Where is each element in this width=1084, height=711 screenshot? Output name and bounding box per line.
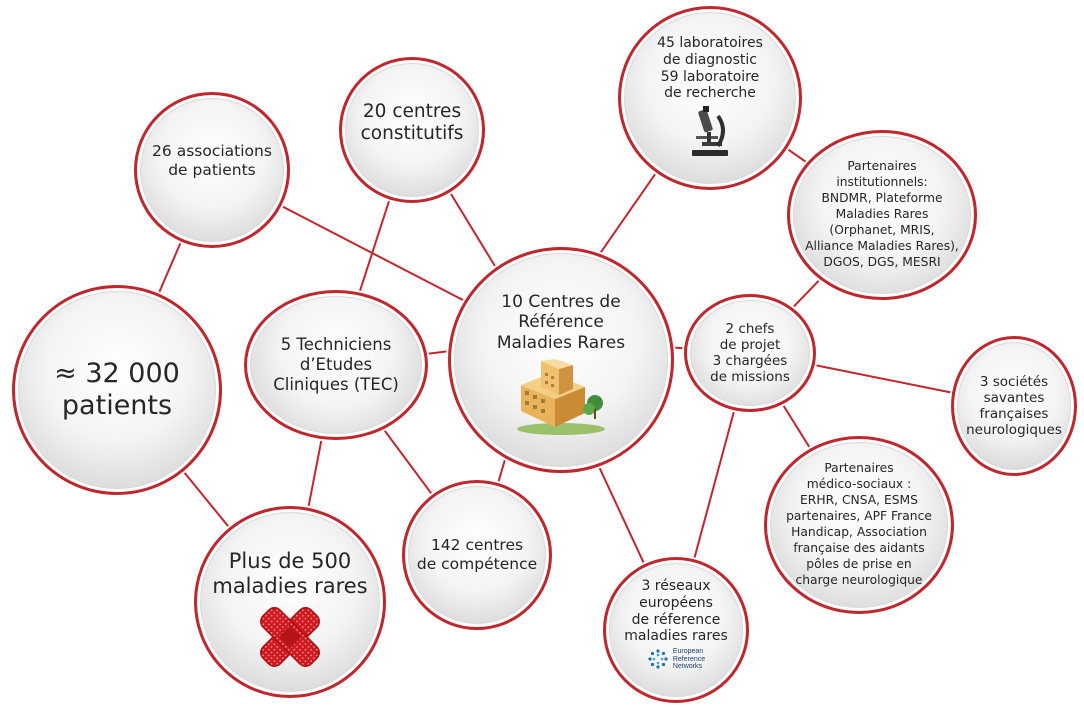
laboratoires-node: 45 laboratoires de diagnostic 59 laborat… (618, 6, 802, 190)
reseaux-europeens-label: 3 réseaux européens de réference maladie… (624, 578, 728, 645)
societes-savantes-label: 3 sociétés savantes françaises neurologi… (966, 373, 1062, 439)
partenaires-institutionnels-label: Partenaires institutionnels: BNDMR, Plat… (805, 159, 959, 269)
reseaux-europeens-node: 3 réseaux européens de réference maladie… (603, 557, 749, 703)
laboratoires-label: 45 laboratoires de diagnostic 59 laborat… (657, 35, 763, 102)
tec-label: 5 Techniciens d’Etudes Cliniques (TEC) (273, 335, 399, 394)
ern-logo-icon (648, 649, 668, 669)
ern-logo-text: European Reference Networks (672, 648, 706, 670)
centres-constitutifs-node: 20 centres constitutifs (339, 57, 485, 203)
maladies-rares-label: Plus de 500 maladies rares (212, 549, 368, 599)
centres-competence-label: 142 centres de compétence (416, 536, 538, 573)
hospital-building-icon (517, 359, 605, 436)
patients-node: ≈ 32 000 patients (12, 285, 222, 495)
tec-node: 5 Techniciens d’Etudes Cliniques (TEC) (244, 290, 428, 440)
maladies-rares-node: Plus de 500 maladies rares (194, 506, 386, 698)
associations-label: 26 associations de patients (152, 142, 272, 179)
partenaires-institutionnels-node: Partenaires institutionnels: BNDMR, Plat… (787, 130, 977, 300)
chefs-projet-node: 2 chefs de projet 3 chargées de missions (684, 294, 816, 412)
central-label: 10 Centres de Référence Maladies Rares (496, 292, 626, 353)
ern-logo: European Reference Networks (647, 648, 705, 670)
partenaires-medico-sociaux-label: Partenaires médico-sociaux : ERHR, CNSA,… (786, 461, 932, 587)
patients-label: ≈ 32 000 patients (54, 357, 180, 421)
chefs-projet-label: 2 chefs de projet 3 chargées de missions (710, 320, 790, 386)
centres-constitutifs-label: 20 centres constitutifs (360, 100, 464, 144)
societes-savantes-node: 3 sociétés savantes françaises neurologi… (951, 336, 1077, 476)
microscope-icon (692, 106, 728, 157)
central-node: 10 Centres de Référence Maladies Rares (448, 247, 674, 473)
partenaires-medico-sociaux-node: Partenaires médico-sociaux : ERHR, CNSA,… (764, 436, 954, 614)
red-cross-plaster-icon (260, 607, 320, 668)
associations-node: 26 associations de patients (134, 92, 290, 248)
centres-competence-node: 142 centres de compétence (402, 480, 552, 630)
